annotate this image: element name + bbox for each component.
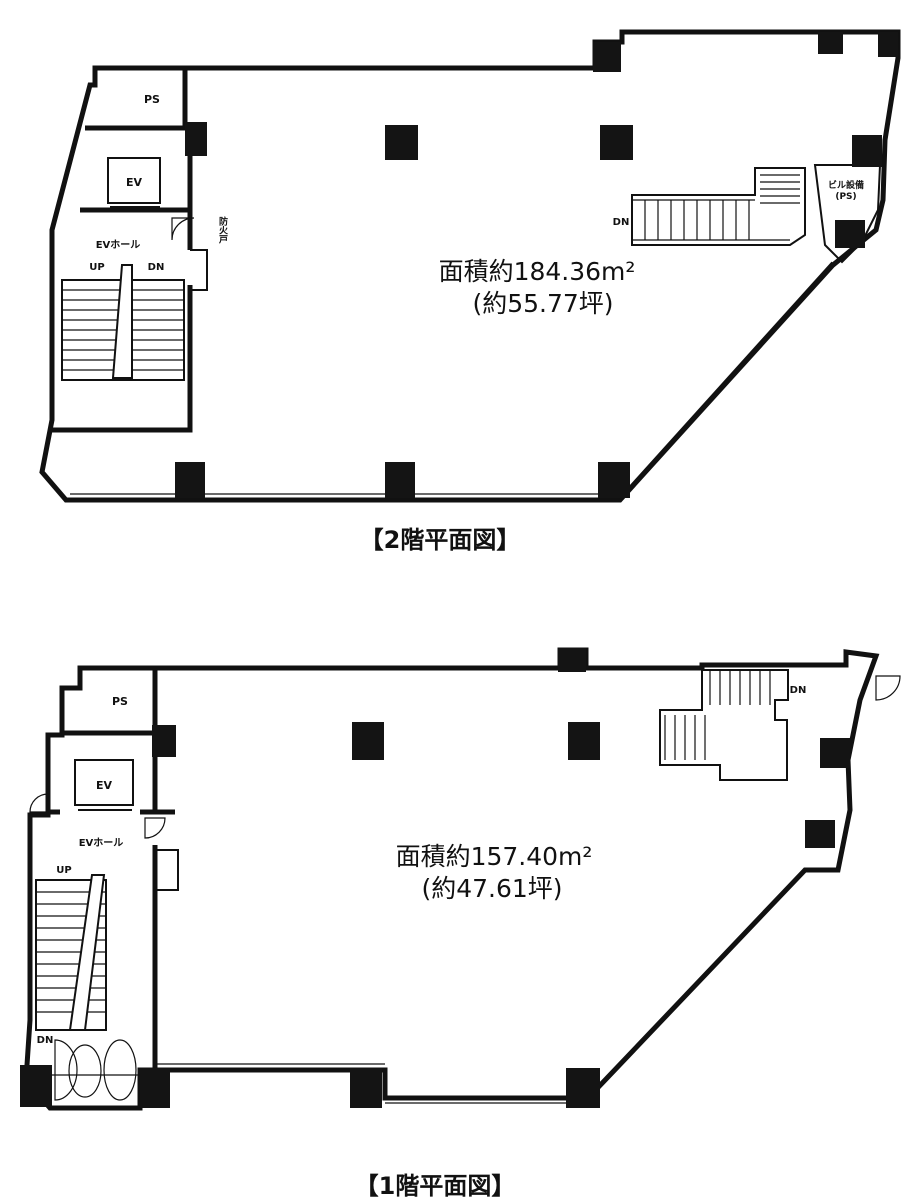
- floor-2-column: [878, 32, 898, 57]
- floor-2-area-tsubo: (約55.77坪): [472, 289, 613, 318]
- floor-2-ps-label: PS: [144, 93, 160, 106]
- floor-2-ev-shaft: [107, 157, 161, 204]
- floor-2-ps-room: [95, 65, 188, 131]
- floor-1-ev-shaft: [74, 759, 134, 806]
- floor-1-column: [820, 738, 850, 768]
- floor-2-fire-door[interactable]: [171, 217, 195, 241]
- floor-2-stair-dn-label: DN: [613, 217, 630, 228]
- floor-1-side-door[interactable]: [875, 675, 901, 701]
- floor-1-hall-door[interactable]: [144, 817, 166, 839]
- floor-1-hall-wall: [155, 849, 179, 891]
- floor-2-window-line-diag: [627, 261, 833, 489]
- floor-2-column: [818, 32, 843, 54]
- floor-1-column: [152, 725, 176, 757]
- floor-1-right-stair: [659, 669, 789, 781]
- floor-1-area-sqm: 面積約157.40m²: [396, 842, 593, 871]
- floor-2-ev-label: EV: [126, 176, 143, 189]
- floor-1-column: [805, 820, 835, 848]
- floor-2-column: [385, 462, 415, 498]
- floor-2-column: [852, 135, 882, 167]
- floor-2-column: [835, 220, 865, 248]
- floor-1-area-tsubo: (約47.61坪): [421, 874, 562, 903]
- floor-1-column: [568, 722, 600, 760]
- floor-1-plan: PS EV EVホール UP DN DN 面積約157.40m² (約47.61…: [20, 647, 901, 1199]
- floor-1-dn-label: DN: [37, 1035, 54, 1046]
- floor-1-up-label: UP: [56, 865, 71, 876]
- floor-1-column: [140, 1068, 170, 1108]
- floor-1-stair-dn-label: DN: [790, 685, 807, 696]
- floor-1-core-stair: [35, 874, 107, 1031]
- floor-1-column: [558, 648, 586, 672]
- floor-2-ev-hall-label: EVホール: [96, 239, 141, 251]
- floor-2-bldg-ps-label-1: ビル設備: [828, 179, 864, 191]
- floor-2-fire-door-label: 防火戸: [217, 215, 228, 244]
- floor-1-ev-label: EV: [96, 779, 113, 792]
- floor-2-column: [593, 42, 621, 72]
- floor-2-column: [175, 462, 205, 498]
- floor-2-area-sqm: 面積約184.36m²: [439, 257, 636, 286]
- floor-1-column: [352, 722, 384, 760]
- floor-1-ev-hall-door[interactable]: [29, 793, 49, 813]
- floor-2-core-stair: [61, 264, 185, 381]
- floor-2-column: [385, 125, 418, 160]
- floor-1-entrance-doors[interactable]: [48, 1039, 140, 1101]
- floor-2-bldg-ps-label-2: (PS): [835, 192, 856, 202]
- floor-1-caption: 【1階平面図】: [355, 1172, 516, 1199]
- floor-2-right-stair: [631, 167, 806, 246]
- floor-1-ev-hall-label: EVホール: [79, 837, 124, 849]
- floor-2-column: [185, 122, 207, 156]
- floor-1-window-line-diag: [594, 867, 809, 1094]
- floor-1-ps-label: PS: [112, 695, 128, 708]
- floor-2-core-divider: [80, 125, 193, 213]
- floor-2-hall-wall: [190, 249, 208, 291]
- floor-1-column: [566, 1068, 600, 1108]
- floor-2-column: [598, 462, 630, 498]
- floor-2-dn-label: DN: [148, 262, 165, 273]
- floor-2-core-right: [50, 210, 193, 433]
- floor-1-ps-room: [62, 665, 158, 736]
- floor-1-column: [350, 1068, 382, 1108]
- floor-2-up-label: UP: [89, 262, 104, 273]
- floor-1-column: [20, 1065, 52, 1107]
- floor-2-plan: PS EV EVホール UP DN 防火戸 DN ビル設備 (PS) 面積約18…: [39, 29, 901, 554]
- floor-2-column: [600, 125, 633, 160]
- floor-2-caption: 【2階平面図】: [360, 526, 521, 554]
